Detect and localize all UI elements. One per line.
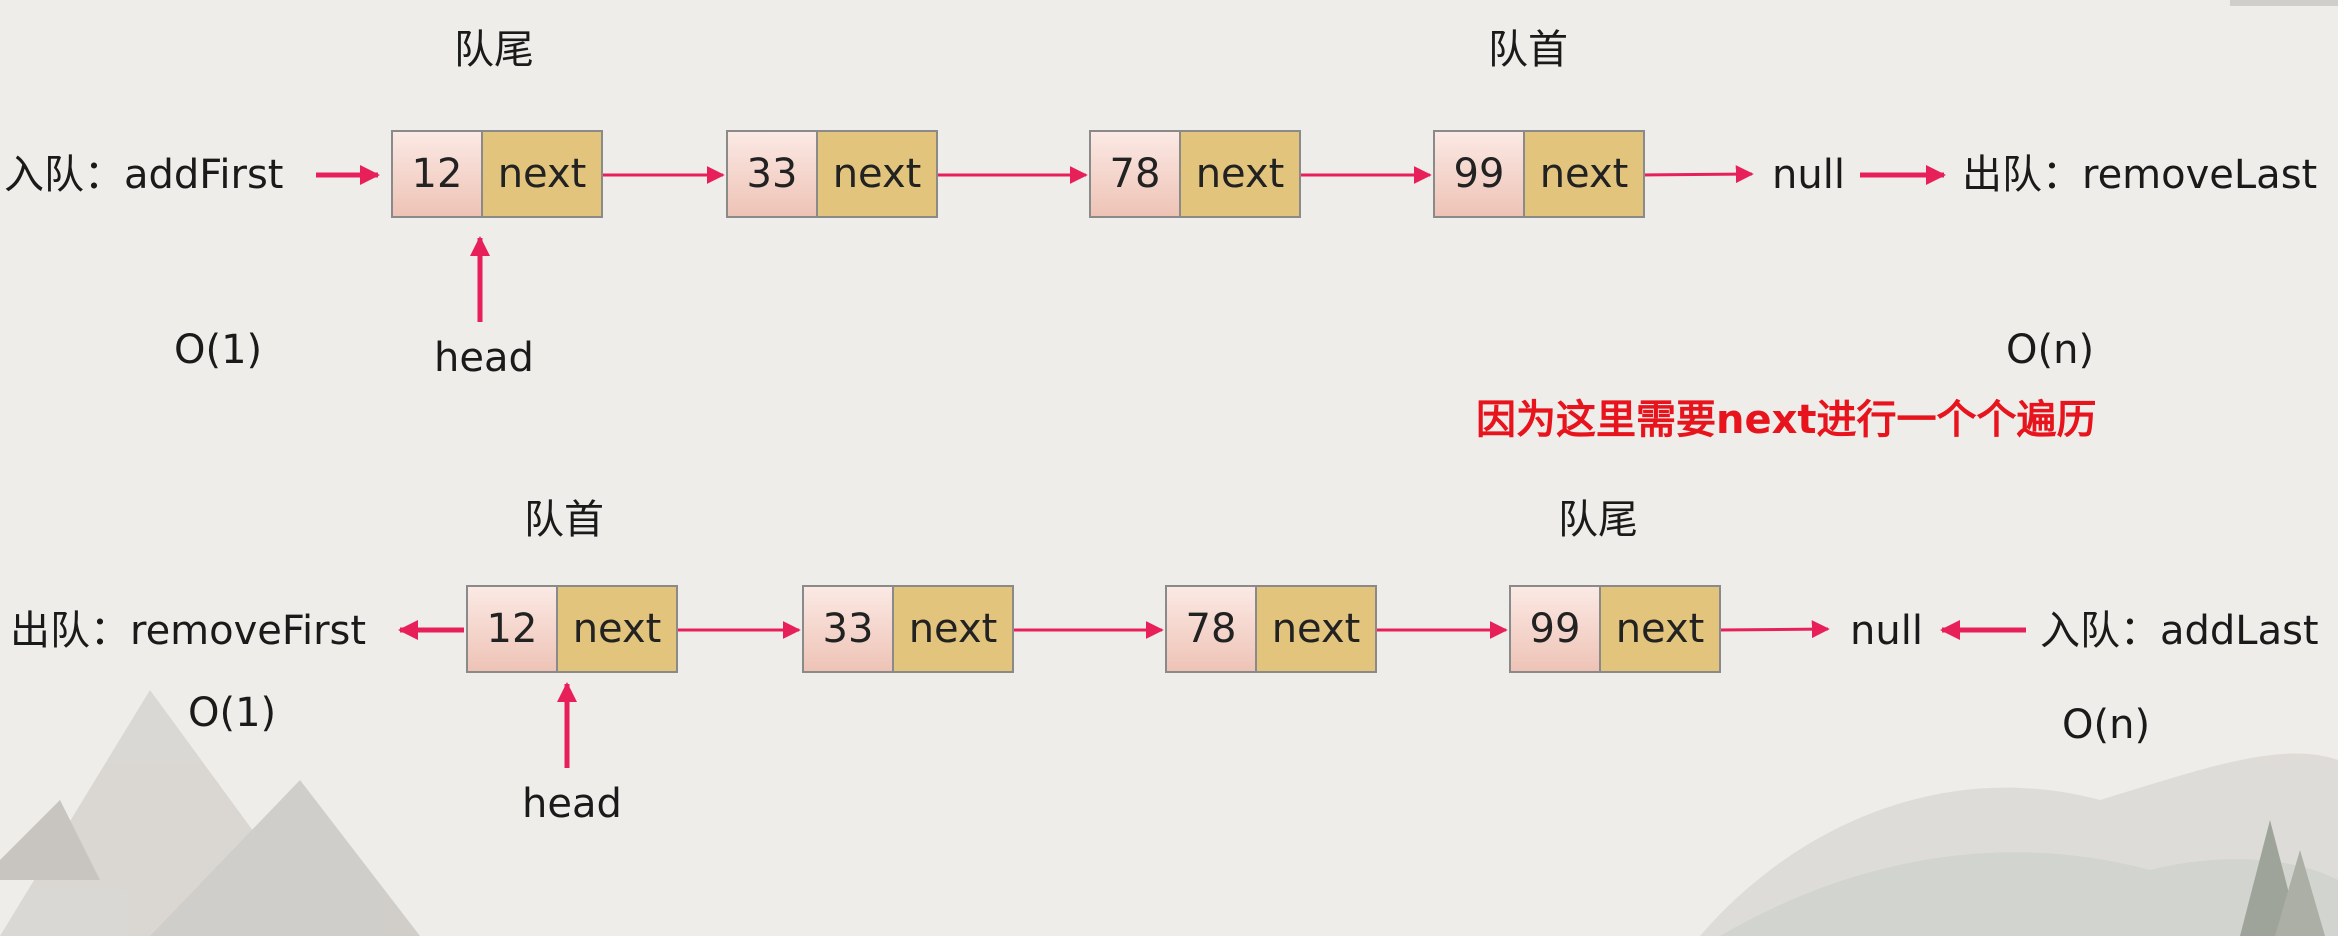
traversal-note: 因为这里需要next进行一个个遍历 xyxy=(1476,397,2097,443)
list-node: 99 next xyxy=(1509,585,1721,673)
node-next-field: next xyxy=(1181,132,1299,216)
node-value: 99 xyxy=(1435,132,1525,216)
dequeue-label-row2: 出队：removeFirst xyxy=(10,608,367,654)
null-label-row2: null xyxy=(1850,608,1923,654)
node-value: 33 xyxy=(804,587,894,671)
head-pointer-label-row2: head xyxy=(522,781,622,827)
node-next-field: next xyxy=(483,132,601,216)
list-node: 33 next xyxy=(726,130,938,218)
node-next-field: next xyxy=(818,132,936,216)
node-value: 12 xyxy=(393,132,483,216)
enqueue-label-row2: 入队：addLast xyxy=(2040,608,2319,654)
dequeue-complexity-row2: O(1) xyxy=(188,690,277,736)
link-arrow-r1-4 xyxy=(1641,165,1754,184)
corner-mark xyxy=(2230,0,2338,6)
tail-label-row1: 队尾 xyxy=(454,27,534,73)
list-node: 78 next xyxy=(1089,130,1301,218)
node-next-field: next xyxy=(1257,587,1375,671)
list-node: 33 next xyxy=(802,585,1014,673)
node-next-field: next xyxy=(894,587,1012,671)
node-next-field: next xyxy=(1601,587,1719,671)
head-label-row2: 队首 xyxy=(524,497,604,543)
node-value: 78 xyxy=(1091,132,1181,216)
dequeue-complexity-row1: O(n) xyxy=(2006,327,2095,373)
node-value: 12 xyxy=(468,587,558,671)
list-node: 99 next xyxy=(1433,130,1645,218)
node-value: 99 xyxy=(1511,587,1601,671)
node-next-field: next xyxy=(558,587,676,671)
list-node: 12 next xyxy=(466,585,678,673)
mountain-illustration-left xyxy=(0,690,420,936)
head-pointer-label-row1: head xyxy=(434,335,534,381)
tail-label-row2: 队尾 xyxy=(1558,497,1638,543)
enqueue-label-row1: 入队：addFirst xyxy=(4,152,284,198)
list-node: 12 next xyxy=(391,130,603,218)
node-value: 78 xyxy=(1167,587,1257,671)
link-arrow-r2-4 xyxy=(1718,620,1830,639)
enqueue-complexity-row1: O(1) xyxy=(174,327,263,373)
enqueue-complexity-row2: O(n) xyxy=(2062,702,2151,748)
node-value: 33 xyxy=(728,132,818,216)
dequeue-label-row1: 出队：removeLast xyxy=(1962,152,2318,198)
list-node: 78 next xyxy=(1165,585,1377,673)
null-label-row1: null xyxy=(1772,152,1845,198)
landscape-illustration-right xyxy=(1700,753,2338,936)
head-label-row1: 队首 xyxy=(1488,27,1568,73)
node-next-field: next xyxy=(1525,132,1643,216)
